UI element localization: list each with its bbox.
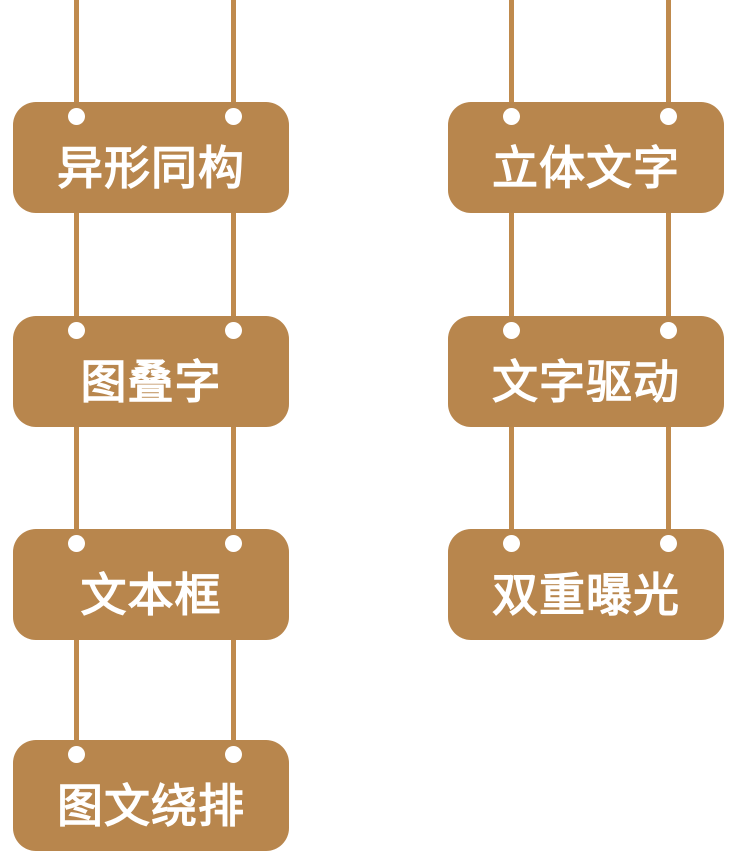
nail-hole-icon	[225, 322, 242, 339]
nail-hole-icon	[68, 322, 85, 339]
sign-label: 立体文字	[492, 141, 680, 194]
sign-item-image-overlay-text[interactable]: 图叠字	[13, 316, 289, 427]
hanging-string	[666, 0, 671, 546]
nail-hole-icon	[68, 535, 85, 552]
nail-hole-icon	[225, 746, 242, 763]
sign-label: 异形同构	[57, 141, 245, 194]
nail-hole-icon	[225, 108, 242, 125]
sign-label: 双重曝光	[492, 568, 680, 621]
nail-hole-icon	[503, 322, 520, 339]
sign-label: 文本框	[80, 568, 222, 621]
sign-item-text-wrap[interactable]: 图文绕排	[13, 740, 289, 851]
nail-hole-icon	[68, 108, 85, 125]
sign-item-text-driven[interactable]: 文字驱动	[448, 316, 724, 427]
nail-hole-icon	[68, 746, 85, 763]
sign-item-text-box[interactable]: 文本框	[13, 529, 289, 640]
nail-hole-icon	[660, 108, 677, 125]
sign-column-left: 异形同构 图叠字 文本框 图文绕排	[13, 0, 289, 868]
hanging-string	[509, 0, 514, 546]
sign-column-right: 立体文字 文字驱动 双重曝光	[448, 0, 724, 868]
sign-label: 图叠字	[80, 355, 222, 408]
sign-label: 图文绕排	[57, 779, 245, 832]
nail-hole-icon	[225, 535, 242, 552]
sign-label: 文字驱动	[492, 355, 680, 408]
nail-hole-icon	[660, 322, 677, 339]
sign-item-double-exposure[interactable]: 双重曝光	[448, 529, 724, 640]
sign-item-3d-text[interactable]: 立体文字	[448, 102, 724, 213]
nail-hole-icon	[503, 108, 520, 125]
nail-hole-icon	[660, 535, 677, 552]
sign-item-heteromorphic-isomorphism[interactable]: 异形同构	[13, 102, 289, 213]
nail-hole-icon	[503, 535, 520, 552]
